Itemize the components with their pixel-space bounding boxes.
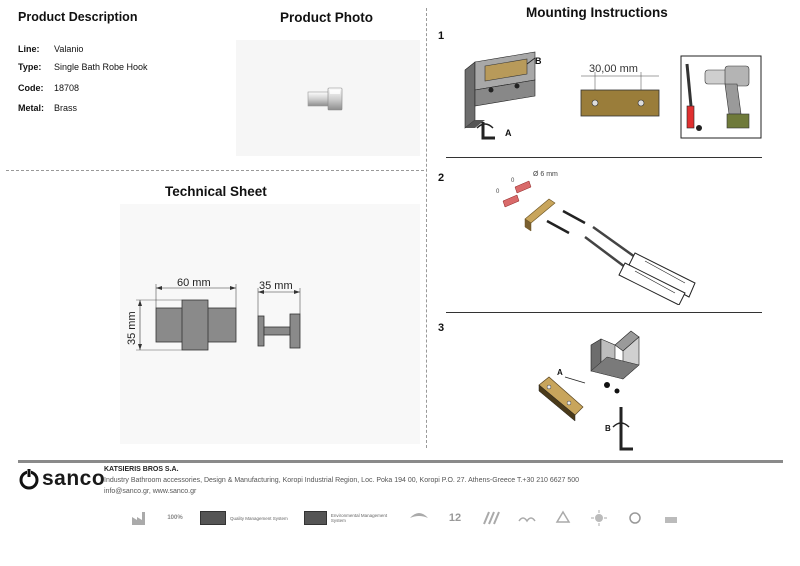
spec-key: Line: [18, 44, 40, 54]
step-3-number: 3 [438, 322, 445, 334]
spec-key: Type: [18, 62, 42, 72]
certification-logos: 100% Quality Management System Environme… [128, 508, 682, 528]
dim-width-label: 60 mm [177, 277, 211, 289]
spec-value: Brass [54, 103, 78, 113]
technical-drawing-svg: 60 mm 35 mm 35 mm [126, 277, 301, 351]
bird-icon [410, 513, 428, 518]
certificate-logo [516, 508, 538, 528]
label-a: A [505, 128, 512, 138]
certificate-logo [588, 508, 610, 528]
product-description-title: Product Description [18, 10, 138, 24]
step-2-illustration: Ø 6 mm 0 0 [485, 165, 745, 306]
certificate-logo [408, 508, 430, 528]
sun-icon [591, 510, 607, 526]
label-a: A [557, 368, 563, 377]
brand-logo: sanco [18, 467, 105, 491]
cert-text: 12 [448, 512, 462, 524]
technical-drawing: 60 mm 35 mm 35 mm [120, 204, 420, 444]
hundred-percent-badge: 100% [164, 508, 186, 528]
product-photo [236, 40, 420, 156]
wave-icon [518, 517, 536, 523]
certificate-logo [624, 508, 646, 528]
dim-30-label: 30,00 mm [589, 63, 638, 75]
company-contact: info@sanco.gr, www.sanco.gr [104, 488, 197, 495]
label-b: B [605, 424, 611, 433]
spec-line: Line: Valanio [18, 44, 83, 54]
certificate-logo [480, 508, 502, 528]
company-address: Industry Bathroom accessories, Design & … [104, 477, 580, 484]
stripes-icon [483, 511, 500, 525]
step-3-svg: A B [538, 330, 640, 451]
iso-9001-badge: Quality Management System [200, 508, 290, 528]
spec-value: Single Bath Robe Hook [54, 62, 148, 72]
product-photo-image [307, 87, 343, 111]
step-1-number: 1 [438, 30, 445, 42]
step-1-illustration: B A 30,00 mm [455, 40, 775, 152]
sanco-logo-icon [19, 469, 39, 490]
cert-text: 100% [167, 515, 183, 521]
tuv-logo-icon [304, 511, 327, 525]
label-b: B [535, 56, 542, 66]
spec-value: Valanio [54, 44, 84, 54]
spec-key: Code: [18, 83, 44, 93]
step-2-svg: Ø 6 mm 0 0 [496, 171, 696, 306]
recycle-icon [555, 510, 571, 523]
section-divider [6, 170, 424, 171]
step-divider [446, 157, 762, 158]
hand-icon [665, 517, 677, 523]
circle-logo-icon [629, 512, 641, 524]
factory-icon [132, 512, 145, 525]
column-divider [426, 8, 427, 448]
warranty-badge: 12 [444, 508, 466, 528]
spec-code: Code: 18708 [18, 83, 79, 93]
dim-depth-label: 35 mm [259, 280, 293, 292]
spec-value: 18708 [54, 83, 80, 93]
certificate-logo [552, 508, 574, 528]
step-3-illustration: A B [535, 325, 675, 457]
product-photo-title: Product Photo [280, 10, 373, 25]
brand-name: sanco [42, 467, 106, 490]
mounting-instructions-title: Mounting Instructions [526, 5, 668, 20]
drill-diameter-label: Ø 6 mm [533, 171, 558, 178]
step-divider [446, 312, 762, 313]
step-2-number: 2 [438, 172, 445, 184]
zero-label: 0 [511, 178, 515, 184]
company-name: KATSIERIS BROS S.A. [104, 466, 179, 473]
step-1-svg: B A 30,00 mm [464, 51, 762, 140]
spec-key: Metal: [18, 103, 45, 113]
iso-14001-badge: Environmental Management System [304, 508, 394, 528]
certificate-logo [128, 508, 150, 528]
certificate-logo [660, 508, 682, 528]
cert-text: Quality Management System [230, 515, 288, 521]
technical-sheet-title: Technical Sheet [165, 184, 267, 199]
tuv-logo-icon [200, 511, 226, 525]
footer-divider [18, 460, 783, 463]
cert-text: Environmental Management System [330, 513, 388, 523]
spec-type: Type: Single Bath Robe Hook [18, 62, 148, 72]
spec-metal: Metal: Brass [18, 103, 77, 113]
dim-height-label: 35 mm [126, 311, 138, 345]
zero-label: 0 [496, 189, 500, 195]
